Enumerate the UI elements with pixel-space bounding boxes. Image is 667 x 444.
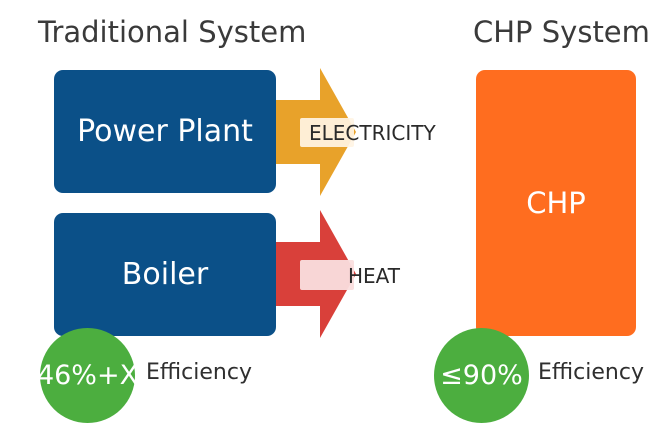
heat-label: HEAT (348, 264, 401, 288)
chp-efficiency-value: ≤90% (440, 360, 523, 391)
chp-system-title: CHP System (473, 15, 650, 49)
boiler-label: Boiler (121, 256, 209, 292)
chp-efficiency-label: Efficiency (538, 360, 644, 385)
chp-label: CHP (526, 185, 586, 220)
chp-efficiency-badge: ≤90% (434, 328, 529, 423)
heat-label-highlight (300, 260, 354, 290)
chp-box: CHP (476, 70, 636, 336)
traditional-system-title: Traditional System (38, 15, 307, 49)
boiler-box: Boiler (54, 213, 276, 336)
power-plant-box: Power Plant (54, 70, 276, 193)
power-plant-label: Power Plant (77, 113, 253, 149)
traditional-efficiency-label: Efficiency (146, 360, 252, 385)
electricity-label: ELECTRICITY (309, 121, 436, 145)
traditional-efficiency-value: 46%+X (36, 360, 139, 391)
traditional-efficiency-badge: 46%+X (36, 328, 139, 423)
electricity-label-highlight (300, 118, 354, 147)
